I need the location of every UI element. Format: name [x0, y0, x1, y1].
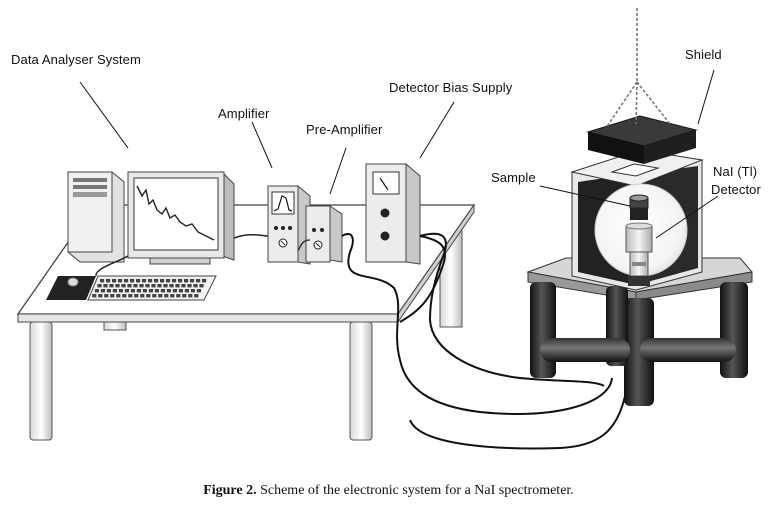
keyboard-key	[178, 289, 183, 293]
keyboard-key	[136, 289, 141, 293]
keyboard-key	[103, 284, 108, 288]
keyboard-key	[188, 294, 193, 298]
label-data-analyser: Data Analyser System	[11, 52, 141, 67]
label-bias-supply: Detector Bias Supply	[389, 80, 513, 95]
keyboard-key	[190, 289, 195, 293]
keyboard-key	[124, 279, 129, 283]
caption-text: Scheme of the electronic system for a Na…	[256, 483, 574, 498]
keyboard-key	[176, 294, 181, 298]
bias-supply-unit	[365, 162, 421, 265]
keyboard-key	[158, 294, 163, 298]
keyboard-key	[112, 289, 117, 293]
keyboard-key	[124, 289, 129, 293]
keyboard-key	[184, 279, 189, 283]
keyboard-key	[169, 284, 174, 288]
keyboard-key	[151, 284, 156, 288]
keyboard-key	[182, 294, 187, 298]
shield-castle	[570, 149, 704, 291]
keyboard-key	[166, 289, 171, 293]
keyboard-key	[178, 279, 183, 283]
keyboard-key	[106, 279, 111, 283]
label-amplifier: Amplifier	[218, 106, 270, 121]
label-sample: Sample	[491, 170, 536, 185]
keyboard-key	[154, 289, 159, 293]
keyboard-key	[157, 284, 162, 288]
keyboard-key	[148, 279, 153, 283]
label-detector-line2: Detector	[711, 182, 761, 197]
keyboard-key	[130, 279, 135, 283]
keyboard-key	[118, 289, 123, 293]
keyboard-key	[194, 294, 199, 298]
monitor	[127, 170, 235, 265]
keyboard	[87, 275, 217, 301]
computer-tower	[67, 171, 125, 263]
keyboard-key	[190, 279, 195, 283]
keyboard-key	[172, 289, 177, 293]
keyboard-key	[136, 279, 141, 283]
label-pre-amplifier: Pre-Amplifier	[306, 122, 383, 137]
keyboard-key	[163, 284, 168, 288]
label-shield: Shield	[685, 47, 722, 62]
keyboard-key	[128, 294, 133, 298]
keyboard-key	[140, 294, 145, 298]
keyboard-key	[139, 284, 144, 288]
keyboard-key	[154, 279, 159, 283]
label-detector-line1: NaI (Tl)	[713, 164, 758, 179]
keyboard-key	[196, 289, 201, 293]
keyboard-key	[160, 279, 165, 283]
leader-lines	[79, 69, 719, 239]
keyboard-key	[110, 294, 115, 298]
keyboard-key	[98, 294, 103, 298]
keyboard-key	[122, 294, 127, 298]
keyboard-key	[142, 279, 147, 283]
keyboard-key	[104, 294, 109, 298]
keyboard-key	[97, 284, 102, 288]
keyboard-key	[193, 284, 198, 288]
amplifier-unit	[267, 184, 311, 265]
keyboard-key	[152, 294, 157, 298]
keyboard-key	[106, 289, 111, 293]
keyboard-key	[187, 284, 192, 288]
keyboard-key	[116, 294, 121, 298]
keyboard-key	[118, 279, 123, 283]
keyboard-key	[166, 279, 171, 283]
keyboard-key	[146, 294, 151, 298]
mouse-pad	[46, 276, 96, 300]
keyboard-key	[130, 289, 135, 293]
keyboard-key	[142, 289, 147, 293]
keyboard-key	[92, 294, 97, 298]
keyboard-key	[145, 284, 150, 288]
keyboard-key	[100, 279, 105, 283]
caption-prefix: Figure 2.	[203, 483, 257, 498]
keyboard-key	[100, 289, 105, 293]
keyboard-key	[133, 284, 138, 288]
keyboard-key	[164, 294, 169, 298]
keyboard-key	[109, 284, 114, 288]
keyboard-key	[121, 284, 126, 288]
keyboard-key	[202, 279, 207, 283]
keyboard-key	[175, 284, 180, 288]
pre-amplifier-unit	[305, 205, 343, 263]
keyboard-key	[148, 289, 153, 293]
keyboard-key	[199, 284, 204, 288]
keyboard-key	[196, 279, 201, 283]
figure-caption: Figure 2. Scheme of the electronic syste…	[0, 483, 777, 499]
keyboard-key	[184, 289, 189, 293]
keyboard-key	[172, 279, 177, 283]
keyboard-key	[127, 284, 132, 288]
shield-lid	[586, 8, 698, 164]
keyboard-key	[94, 289, 99, 293]
keyboard-key	[115, 284, 120, 288]
keyboard-key	[181, 284, 186, 288]
keyboard-key	[170, 294, 175, 298]
keyboard-key	[160, 289, 165, 293]
keyboard-key	[134, 294, 139, 298]
keyboard-key	[112, 279, 117, 283]
